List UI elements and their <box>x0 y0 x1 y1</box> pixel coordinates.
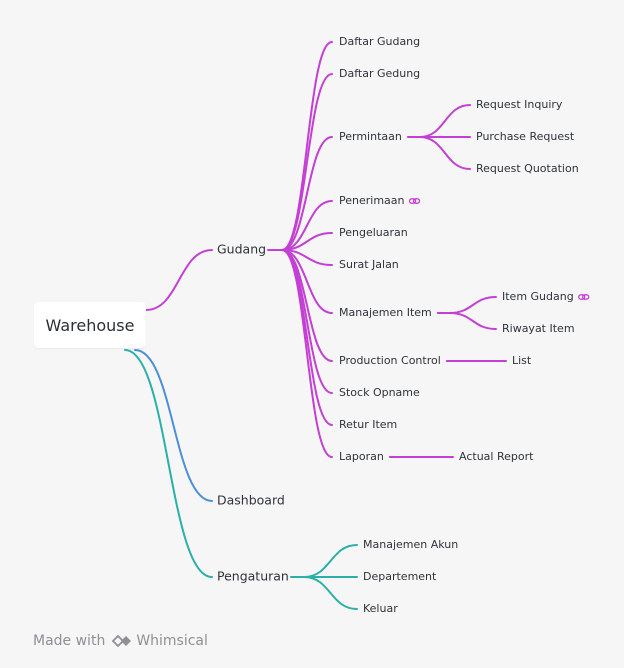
node-purchase-request[interactable]: Purchase Request <box>476 130 575 143</box>
node-actual-report[interactable]: Actual Report <box>459 450 534 463</box>
node-riwayat-item[interactable]: Riwayat Item <box>502 322 575 335</box>
connector-pengaturan-keluar <box>303 576 358 610</box>
node-manajemen-akun[interactable]: Manajemen Akun <box>363 538 458 551</box>
root-node-warehouse[interactable]: Warehouse <box>34 302 146 348</box>
node-permintaan[interactable]: Permintaan <box>339 130 402 143</box>
connector-lines <box>124 41 507 610</box>
connector-root-pengaturan <box>124 349 213 578</box>
connector-gudang-laporan <box>281 249 333 458</box>
node-daftar-gudang[interactable]: Daftar Gudang <box>339 35 420 48</box>
connector-root-gudang <box>145 249 213 311</box>
node-daftar-gedung[interactable]: Daftar Gedung <box>339 67 420 80</box>
connector-root-dashboard <box>134 349 213 502</box>
node-stock-opname[interactable]: Stock Opname <box>339 386 420 399</box>
made-with-text: Made with <box>33 633 106 649</box>
connector-permintaan-request-inquiry <box>418 104 471 138</box>
connector-gudang-permintaan <box>281 136 333 251</box>
node-item-gudang[interactable]: Item Gudang <box>502 290 574 303</box>
node-request-quotation[interactable]: Request Quotation <box>476 162 579 175</box>
connector-gudang-daftar-gudang <box>281 41 333 251</box>
connector-gudang-daftar-gedung <box>281 73 333 251</box>
node-keluar[interactable]: Keluar <box>363 602 398 615</box>
node-pengeluaran[interactable]: Pengeluaran <box>339 226 408 239</box>
connector-gudang-retur-item <box>281 249 333 426</box>
node-list[interactable]: List <box>512 354 532 367</box>
branch-dashboard[interactable]: Dashboard <box>217 493 285 508</box>
link-icon[interactable] <box>408 198 421 204</box>
connector-manajemen-item-item-gudang <box>448 296 497 314</box>
node-penerimaan[interactable]: Penerimaan <box>339 194 405 207</box>
branch-gudang[interactable]: Gudang <box>217 242 266 257</box>
node-manajemen-item[interactable]: Manajemen Item <box>339 306 432 319</box>
node-production-control[interactable]: Production Control <box>339 354 441 367</box>
connector-manajemen-item-riwayat-item <box>448 312 497 330</box>
connector-gudang-stock-opname <box>281 249 333 394</box>
node-laporan[interactable]: Laporan <box>339 450 384 463</box>
link-icon[interactable] <box>578 294 590 300</box>
node-retur-item[interactable]: Retur Item <box>339 418 397 431</box>
whimsical-brand-text: Whimsical <box>136 633 208 649</box>
footer-watermark: Made with Whimsical <box>33 633 208 649</box>
connector-permintaan-request-quotation <box>418 136 471 170</box>
node-request-inquiry[interactable]: Request Inquiry <box>476 98 563 111</box>
root-node-label: Warehouse <box>45 315 135 335</box>
branch-pengaturan[interactable]: Pengaturan <box>217 569 289 584</box>
connector-pengaturan-manajemen-akun <box>303 544 358 578</box>
node-departement[interactable]: Departement <box>363 570 437 583</box>
node-surat-jalan[interactable]: Surat Jalan <box>339 258 399 271</box>
whimsical-logo-icon <box>112 634 132 648</box>
